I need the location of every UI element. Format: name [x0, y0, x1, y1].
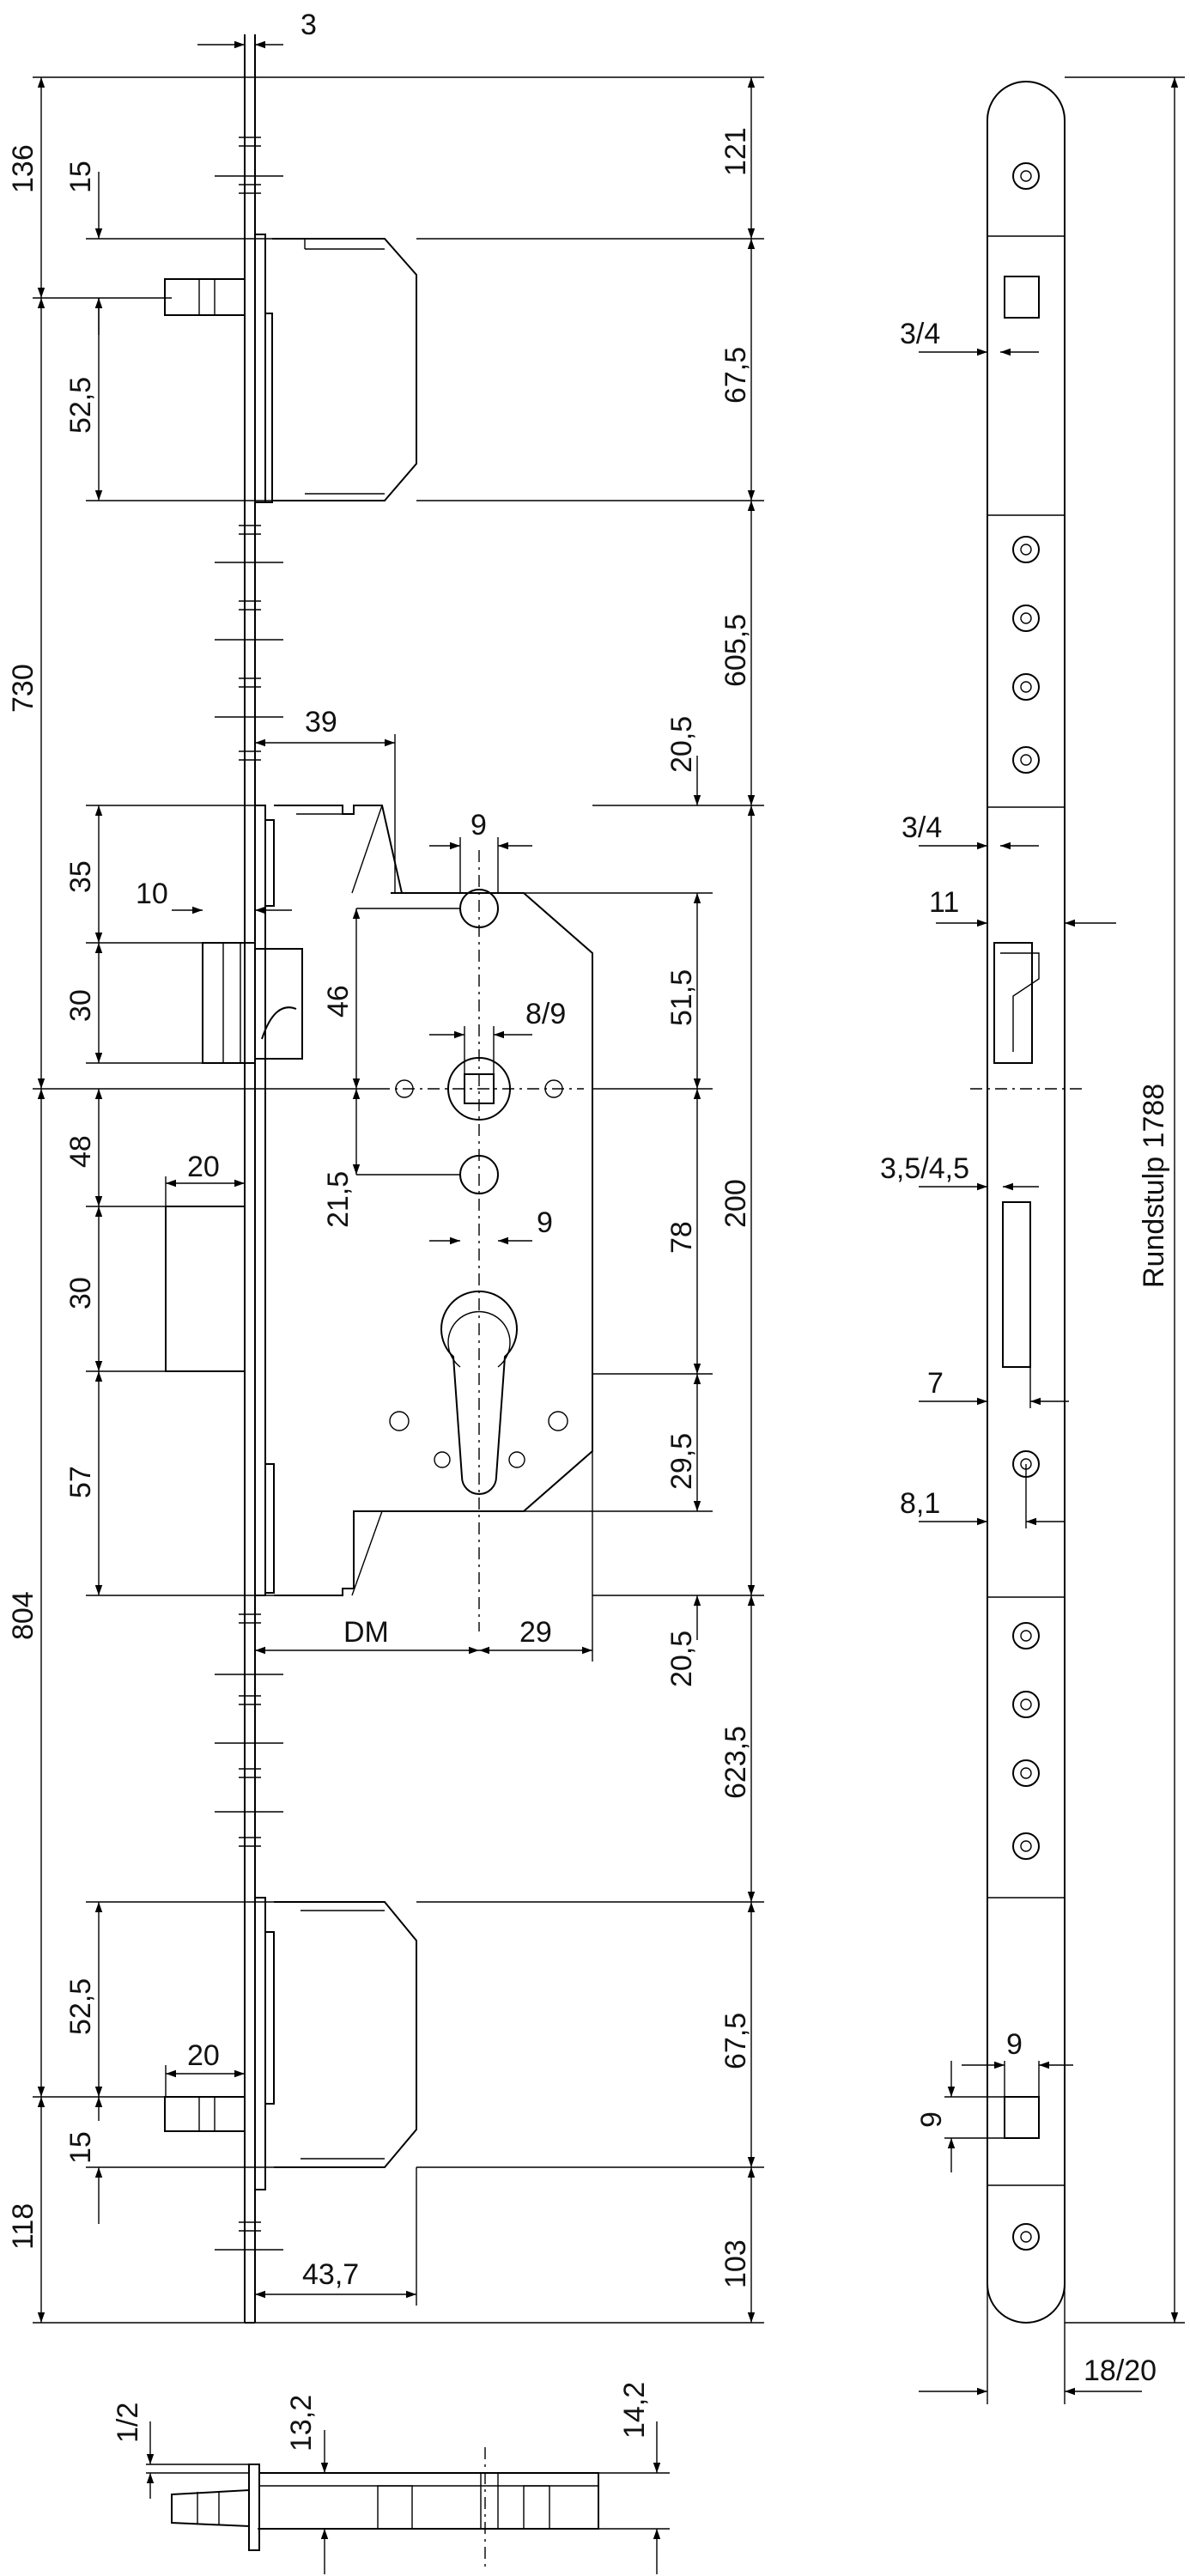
strip-title: Rundstulp 1788	[1138, 1084, 1170, 1288]
strip-dim-3-4-top: 3/4	[900, 318, 940, 350]
dim-30-latch: 30	[64, 989, 97, 1022]
dim-15-bottom: 15	[64, 2131, 97, 2164]
dim-15-top: 15	[64, 161, 97, 193]
dim-20-5-top: 20,5	[665, 716, 698, 773]
strip-screw-holes	[1012, 162, 1040, 2251]
strip-dim-9-h: 9	[1006, 2028, 1023, 2061]
dim-78: 78	[665, 1221, 698, 1254]
dim-623-5: 623,5	[719, 1726, 752, 1799]
dim-20-5-bottom: 20,5	[665, 1631, 698, 1687]
dim-30-bolt: 30	[64, 1277, 97, 1309]
dim-67-5-top: 67,5	[719, 347, 752, 404]
dim-20-bolt: 20	[187, 1151, 220, 1183]
strip-dim-3-4-mid: 3/4	[902, 811, 942, 844]
horizontal-dimensions	[165, 34, 593, 2306]
dim-1-2: 1/2	[112, 2403, 144, 2443]
dim-730: 730	[7, 664, 39, 713]
main-lock-body	[165, 805, 593, 1631]
dim-20-bottom: 20	[187, 2039, 220, 2072]
dim-13-2: 13,2	[285, 2395, 318, 2451]
dim-804: 804	[7, 1591, 39, 1640]
dim-57: 57	[64, 1466, 97, 1498]
dim-118: 118	[7, 2203, 39, 2250]
bottom-aux-lock	[164, 1897, 417, 2190]
dim-9-top: 9	[471, 809, 487, 841]
dim-52-5-bottom: 52,5	[64, 1978, 97, 2035]
strip-dim-9-v: 9	[915, 2111, 948, 2128]
strip-dim-3-5-4-5: 3,5/4,5	[880, 1152, 969, 1185]
dim-48: 48	[64, 1135, 97, 1168]
dim-605-5: 605,5	[719, 614, 752, 687]
dim-8-9: 8/9	[525, 998, 566, 1030]
dim-14-2: 14,2	[618, 2382, 651, 2439]
bottom-section-view: 1/2 13,2 14,2	[112, 2382, 670, 2574]
front-view: 3 136 15 52,5 730 35 10 30 48 20 30 57 8…	[7, 9, 764, 2324]
right-dimension-chain	[255, 76, 764, 2324]
dim-dm: DM	[343, 1616, 389, 1649]
dim-39: 39	[305, 706, 337, 738]
dim-136: 136	[7, 144, 39, 193]
dim-103: 103	[719, 2239, 752, 2288]
dim-43-7: 43,7	[302, 2258, 359, 2291]
dim-52-5-top: 52,5	[64, 377, 97, 434]
dim-29-5: 29,5	[665, 1433, 698, 1490]
dim-29: 29	[519, 1616, 552, 1649]
dim-121: 121	[719, 127, 752, 176]
left-dimension-chain	[33, 76, 378, 2324]
dim-9-lower: 9	[537, 1206, 553, 1239]
dim-51-5: 51,5	[665, 969, 698, 1026]
dim-3: 3	[301, 9, 317, 41]
dim-21-5: 21,5	[322, 1171, 355, 1228]
dim-46: 46	[322, 985, 355, 1018]
strip-dim-8-1: 8,1	[900, 1487, 940, 1520]
dim-67-5-bottom: 67,5	[719, 2013, 752, 2069]
dim-10: 10	[136, 878, 168, 910]
dim-35: 35	[64, 860, 97, 893]
dim-200: 200	[719, 1179, 752, 1228]
strip-dim-18-20: 18/20	[1084, 2354, 1157, 2387]
top-aux-lock	[164, 234, 417, 503]
rundstulp-strip-view: 3/4 3/4 11 3,5/4,5 7 8,1 9 9 18/20 Runds…	[880, 76, 1185, 2404]
strip-dim-7: 7	[927, 1367, 944, 1400]
strip-dim-11: 11	[929, 886, 959, 919]
